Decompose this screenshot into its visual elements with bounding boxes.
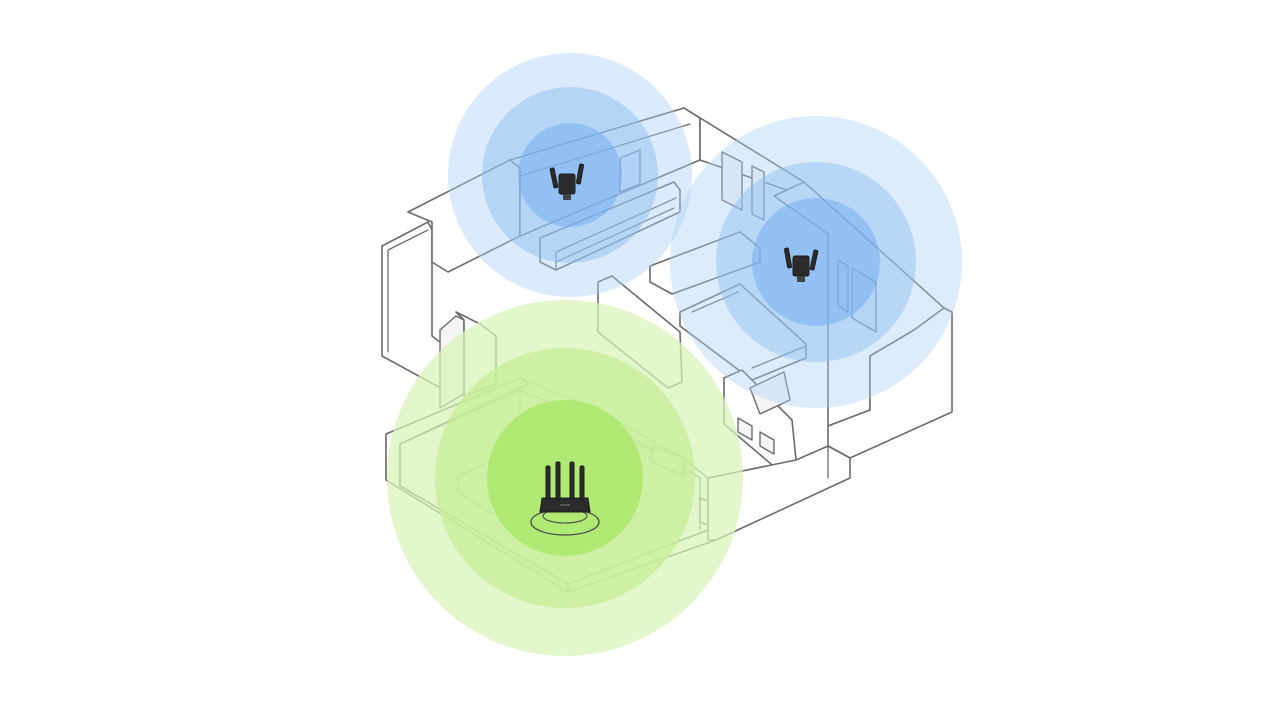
wifi-extender-icon xyxy=(784,247,819,282)
right-back-window xyxy=(721,151,743,211)
right-bedroom-bed xyxy=(679,283,807,381)
upper-bedroom-cabinet xyxy=(539,181,681,271)
right-outer-wall xyxy=(827,307,953,459)
router-icon xyxy=(530,461,600,536)
tv xyxy=(749,371,791,415)
wifi-extender-icon xyxy=(549,163,584,200)
router-coverage xyxy=(387,300,743,656)
